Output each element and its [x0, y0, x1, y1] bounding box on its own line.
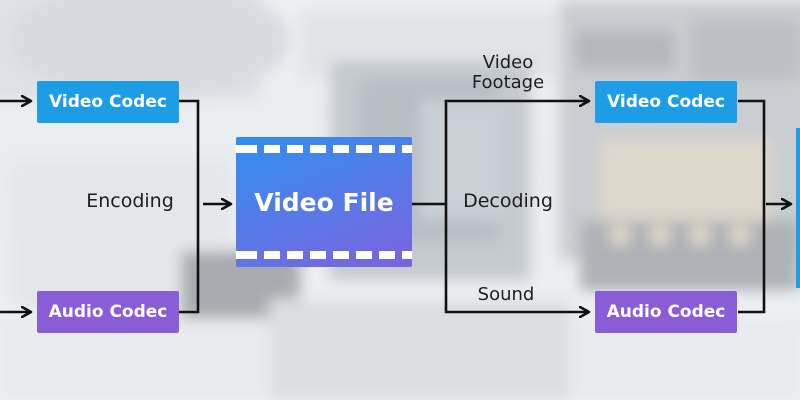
video-footage-label-line2: Footage	[471, 72, 545, 93]
video-codec-left-box: Video Codec	[37, 81, 179, 123]
sound-label: Sound	[477, 284, 535, 305]
encoding-bracket	[179, 99, 200, 314]
decoding-label: Decoding	[463, 190, 553, 212]
encoding-label: Encoding	[86, 190, 174, 212]
video-codec-right-box: Video Codec	[595, 81, 737, 123]
video-file-box: Video File	[236, 137, 412, 267]
audio-codec-left-box: Audio Codec	[37, 291, 179, 333]
film-strip-top	[236, 145, 412, 153]
output-bracket	[738, 99, 766, 314]
output-box-partial	[796, 128, 800, 288]
decoding-bracket-video	[444, 101, 588, 204]
audio-codec-right-box: Audio Codec	[595, 291, 737, 333]
video-file-label: Video File	[254, 187, 394, 217]
film-strip-bottom	[236, 251, 412, 259]
video-footage-label-line1: Video	[482, 52, 534, 73]
decoding-bracket-sound	[444, 204, 588, 312]
